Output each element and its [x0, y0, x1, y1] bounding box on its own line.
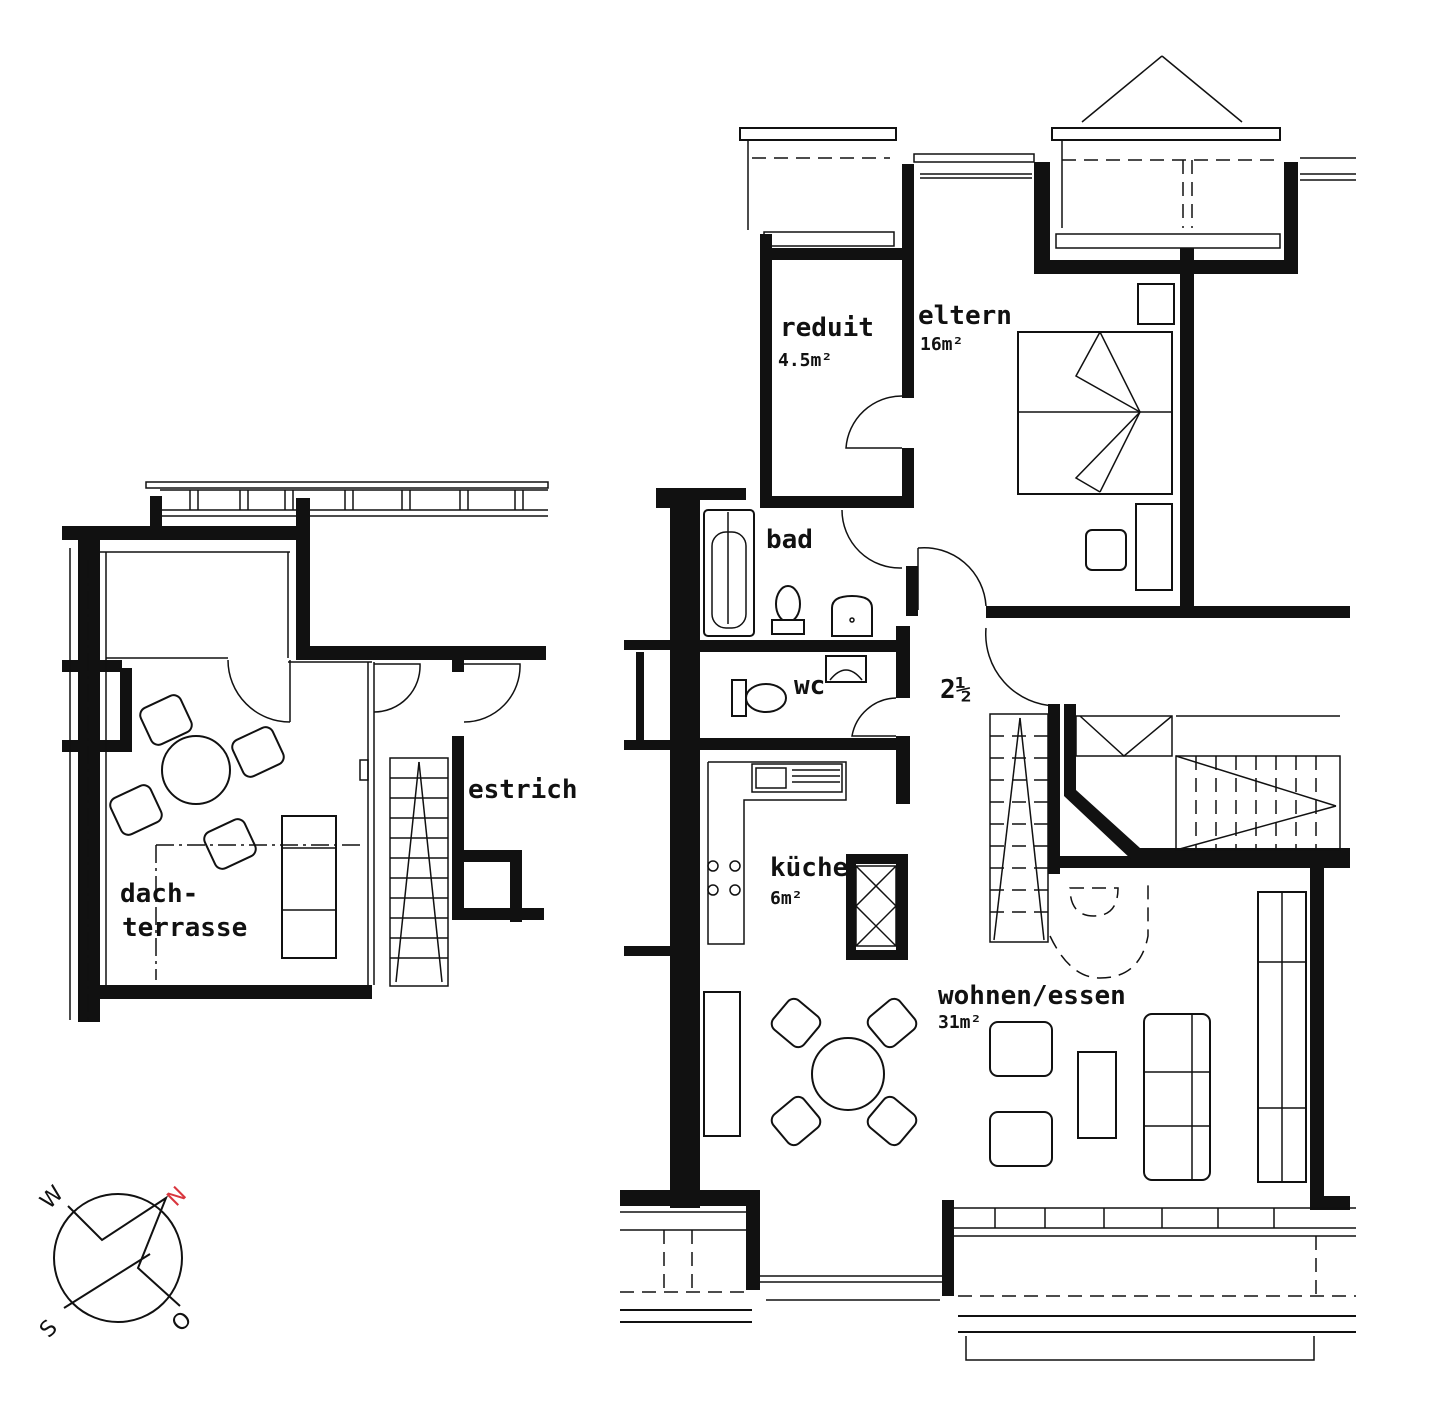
room-area-wohnen-essen: 31m² — [938, 1012, 981, 1033]
compass-south-label: S — [35, 1315, 63, 1343]
room-label-bad: bad — [766, 525, 813, 555]
room-label-wc: wc — [794, 671, 825, 701]
apartment-section: reduit 4.5m² eltern 16m² bad wc 2½ küche… — [620, 55, 1356, 1361]
compass-rose: W N S O — [35, 1181, 197, 1343]
kitchen-fixtures — [707, 761, 897, 947]
roof-terrace-section: dach- terrasse estrich — [62, 481, 578, 1022]
room-label-reduit: reduit — [780, 313, 874, 343]
estrich-stair — [389, 757, 449, 987]
room-label-kueche: küche — [770, 853, 848, 883]
main-stair — [989, 713, 1341, 943]
bathroom-fixtures — [703, 509, 873, 717]
room-label-eltern: eltern — [918, 301, 1012, 331]
balcony — [620, 1207, 1356, 1361]
dormer-windows — [739, 55, 1356, 249]
living-furniture — [703, 891, 1307, 1183]
room-area-eltern: 16m² — [920, 334, 963, 355]
bedroom-furniture — [1017, 283, 1175, 591]
room-label-wohnen-essen: wohnen/essen — [938, 981, 1126, 1011]
compass-north-label: N — [163, 1182, 192, 1211]
room-label-estrich: estrich — [468, 775, 578, 805]
compass-east-label: O — [167, 1307, 197, 1337]
room-label-dachterrasse-2: terrasse — [122, 913, 247, 943]
compass-west-label: W — [36, 1181, 69, 1214]
room-label-dachterrasse-1: dach- — [120, 879, 198, 909]
room-area-kueche: 6m² — [770, 888, 803, 909]
terrace-furniture — [109, 694, 360, 980]
apartment-size-label: 2½ — [940, 675, 971, 705]
terrace-railing — [145, 481, 549, 517]
room-area-reduit: 4.5m² — [778, 350, 832, 371]
